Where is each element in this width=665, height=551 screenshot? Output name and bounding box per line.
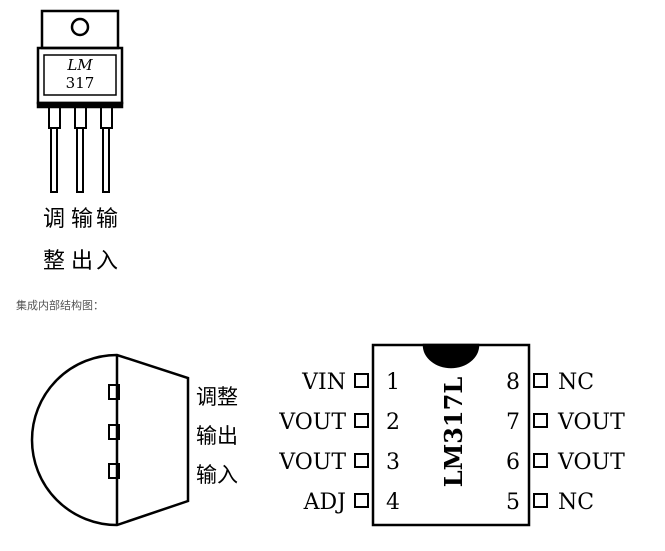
dip8-pin7-number: 7 [506, 410, 520, 435]
dip8-pin6-name: VOUT [557, 450, 625, 475]
to92-pin-3 [108, 463, 120, 479]
to220-pin3-label-top: 输 [96, 207, 118, 232]
to92-label-adjust: 调整 [196, 385, 238, 409]
dip8-notch [422, 343, 480, 369]
dip8-pin5-box [533, 493, 548, 508]
to92-pin-1 [108, 384, 120, 400]
to220-body-inner [43, 54, 117, 96]
to220-leg-shoulder-2 [74, 106, 87, 129]
dip8-pin1-number: 1 [386, 370, 400, 395]
to220-leg-shoulder-3 [100, 106, 113, 129]
to220-pin3-label-bottom: 入 [96, 249, 118, 274]
to92-package [30, 353, 190, 527]
dip8-pin1-box [354, 373, 369, 388]
dip8-package [354, 343, 548, 527]
dip8-pin4-name: ADJ [303, 490, 346, 515]
to220-pin2-label-top: 输 [71, 207, 93, 232]
dip8-pin2-box [354, 413, 369, 428]
to220-part-line1: LM [66, 56, 93, 74]
dip8-pin1-name: VIN [301, 370, 346, 395]
to220-package [36, 9, 124, 193]
to220-leg-shoulder-1 [48, 106, 61, 129]
to220-leg-3 [102, 127, 110, 193]
dip8-pin2-name: VOUT [278, 410, 346, 435]
dip8-pin3-box [354, 453, 369, 468]
dip8-pin8-box [533, 373, 548, 388]
to220-pin1-label-bottom: 整 [43, 249, 65, 274]
dip8-pin6-box [533, 453, 548, 468]
to92-pin-2 [108, 424, 120, 440]
dip8-pin7-name: VOUT [557, 410, 625, 435]
to220-pin1-label-top: 调 [43, 207, 65, 232]
to220-leg-2 [76, 127, 84, 193]
dip8-pin7-box [533, 413, 548, 428]
dip8-pin3-number: 3 [386, 450, 400, 475]
to220-mounting-hole [70, 17, 90, 37]
dip8-pin2-number: 2 [386, 410, 400, 435]
dip8-pin4-number: 4 [386, 490, 400, 515]
dip8-pin6-number: 6 [506, 450, 520, 475]
dip8-part-number: LM317L [439, 377, 468, 488]
dip8-pin3-name: VOUT [278, 450, 346, 475]
to220-leg-1 [50, 127, 58, 193]
to92-body-outline [30, 353, 190, 527]
to220-part-line2: 317 [66, 74, 95, 92]
dip8-pin5-name: NC [558, 490, 594, 515]
dip8-pin8-number: 8 [506, 370, 520, 395]
dip8-pin8-name: NC [558, 370, 594, 395]
to220-tab [40, 9, 120, 50]
dip8-pin4-box [354, 493, 369, 508]
to92-label-output: 输出 [196, 424, 238, 448]
to220-pin2-label-bottom: 出 [71, 249, 93, 274]
to92-label-input: 输入 [196, 463, 238, 487]
dip8-pin5-number: 5 [506, 490, 520, 515]
section-caption: 集成内部结构图： [16, 298, 104, 312]
